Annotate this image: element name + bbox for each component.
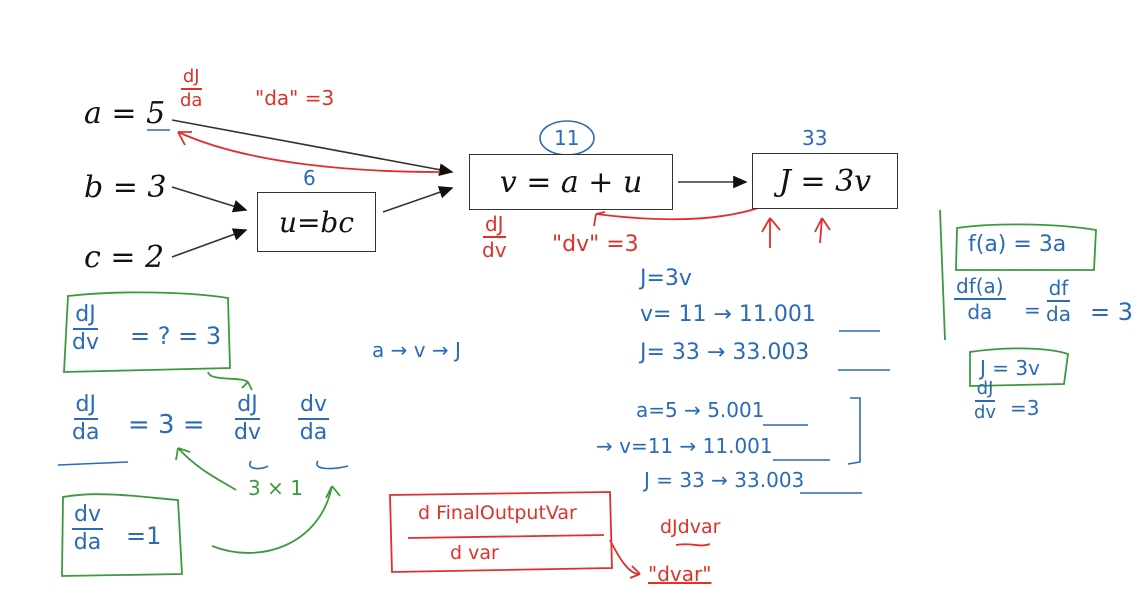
j-definition: J = 3v: [980, 356, 1040, 380]
df-da-result: = 3: [1090, 298, 1134, 326]
df-da-fraction-2: df da: [1046, 276, 1071, 326]
green-marks: [61, 209, 1097, 577]
dv-var-label: "dv" =3: [552, 232, 639, 257]
node-u: u=bc: [257, 192, 376, 252]
chain-factor-2: dv da: [298, 392, 329, 445]
left-dj-dv-result: = ? = 3: [130, 322, 222, 350]
node-v: v = a + u: [469, 154, 673, 210]
djdvar-label: dJdvar: [660, 516, 721, 538]
right-dj-dv-result: =3: [1010, 396, 1040, 420]
dj-dv-fraction: dJ dv: [482, 212, 507, 262]
input-c: c = 2: [84, 240, 165, 275]
dj-da-fraction: dJ da: [180, 66, 203, 111]
left-dj-da-value: = 3 =: [128, 410, 205, 440]
dvar-label: "dvar": [648, 562, 712, 586]
input-a: a = 5: [84, 96, 166, 131]
da-var-label: "da" =3: [255, 86, 335, 110]
left-dj-da-fraction: dJ da: [72, 392, 100, 445]
u-value: 6: [303, 166, 316, 190]
equals-sign: =: [1024, 298, 1041, 322]
note-j-eq-3v: J=3v: [640, 266, 692, 291]
note-a-perturb: a=5 → 5.001: [636, 398, 765, 422]
red-box: [389, 491, 613, 573]
chain-product: 3 × 1: [248, 476, 303, 500]
note-j-nudge: J= 33 → 33.003: [640, 340, 810, 365]
right-dj-dv-fraction: dJ dv: [974, 378, 997, 423]
graph-edges: [171, 119, 748, 258]
node-j: J = 3v: [752, 153, 898, 209]
df-da-fraction: df(a) da: [954, 274, 1006, 324]
j-value: 33: [802, 126, 828, 150]
chain-factor-1: dJ dv: [234, 392, 261, 445]
note-j-perturb: J = 33 → 33.003: [644, 468, 805, 492]
dv-da-fraction: dv da: [72, 502, 103, 555]
input-b: b = 3: [84, 170, 167, 205]
note-v-perturb: → v=11 → 11.001: [596, 434, 773, 458]
f-definition: f(a) = 3a: [968, 232, 1067, 257]
note-chain: a → v → J: [372, 338, 461, 362]
v-value: 11: [554, 126, 580, 150]
final-output-denominator: d var: [450, 542, 499, 564]
dv-da-result: =1: [126, 522, 162, 550]
final-output-numerator: d FinalOutputVar: [418, 502, 577, 524]
left-dj-dv-fraction: dJ dv: [72, 302, 99, 355]
note-v-nudge: v= 11 → 11.001: [640, 302, 816, 327]
